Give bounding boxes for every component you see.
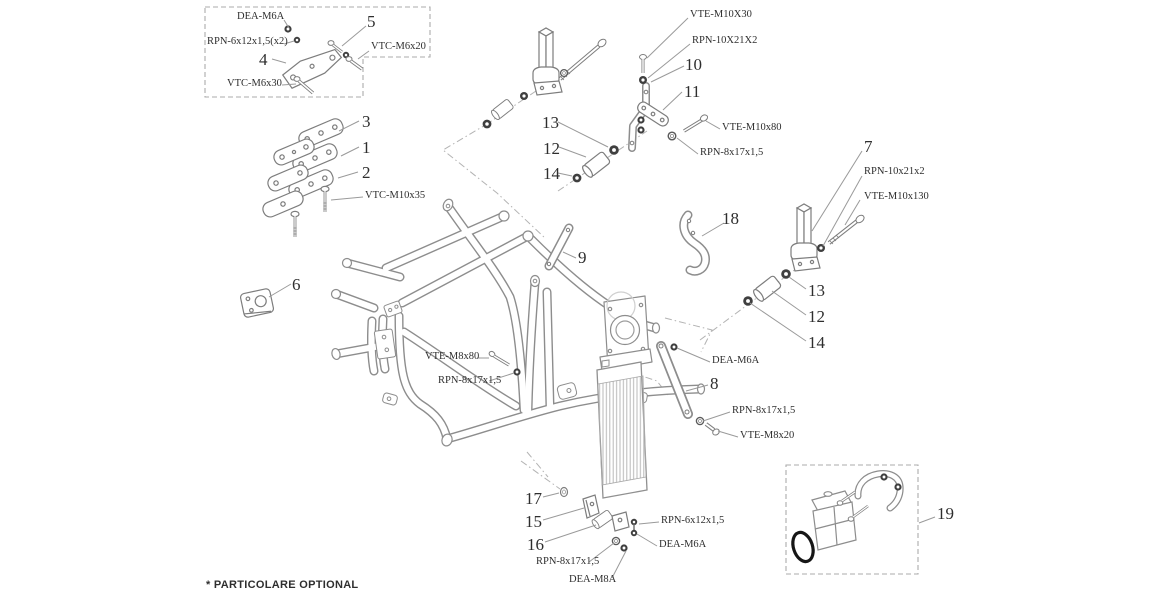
callout-number-11: 11 [684, 82, 701, 101]
callout-number-10: 10 [685, 55, 702, 74]
engine-mount-tower-top [532, 27, 607, 96]
part-code-vtc-m6x30: VTC-M6x30 [227, 78, 282, 89]
radiator [596, 359, 648, 499]
part-code-vtc-m10x35: VTC-M10x35 [365, 190, 426, 201]
callout-number-18: 18 [722, 209, 739, 228]
part-code-vte-m8x80: VTE-M8x80 [425, 351, 480, 362]
part-code-rpn-8x17x15-mid: RPN-8x17x1,5 [438, 375, 502, 386]
strut-9 [544, 223, 574, 271]
callout-number-6: 6 [292, 275, 301, 294]
callout-number-14-right: 14 [808, 333, 825, 352]
part-code-rpn-10x21x2-right: RPN-10x21x2 [864, 166, 925, 177]
support-bracket-10 [628, 54, 709, 152]
bracket-6 [239, 288, 275, 318]
part-code-dea-m6a-3: DEA-M6A [659, 539, 707, 550]
bolt-vtc-m6x20 [345, 56, 363, 71]
spacer-set-upper [482, 92, 528, 129]
part-code-vte-m10x80: VTE-M10x80 [722, 122, 782, 133]
callout-number-2: 2 [362, 163, 371, 182]
reservoir-bracket [854, 470, 904, 512]
bracket-15 [582, 494, 600, 519]
bar-11 [637, 101, 669, 127]
radiator-cap [601, 359, 610, 368]
o-ring [791, 530, 815, 564]
part-code-vte-m10x130: VTE-M10x130 [864, 191, 929, 202]
chassis-frame [330, 198, 706, 447]
part-code-rpn-6x12x15-x2: RPN-6x12x1,5(x2) [207, 36, 288, 47]
bearing-carrier [599, 291, 653, 372]
part-code-dea-m8a: DEA-M8A [569, 574, 617, 585]
spacer-set-right [743, 269, 791, 306]
footnote-particolare-optional: * PARTICOLARE OPTIONAL [206, 579, 359, 591]
bracket-16 [611, 511, 630, 532]
strut-8 [656, 341, 720, 436]
bolt-vtc-m10x35-2 [290, 210, 300, 237]
callout-number-8: 8 [710, 374, 719, 393]
reservoir-screws [836, 490, 869, 522]
part-code-rpn-8x17x15-strut: RPN-8x17x1,5 [732, 405, 796, 416]
bolt-vtc-m10x35-1 [320, 185, 330, 212]
spacer-set-left [572, 145, 619, 183]
engine-mount-plates [262, 118, 344, 237]
callout-number-12-right: 12 [808, 307, 825, 326]
callout-number-13-right: 13 [808, 281, 825, 300]
bolt-vte-m10x30 [639, 54, 647, 73]
callout-number-3: 3 [362, 112, 371, 131]
callout-number-19: 19 [937, 504, 954, 523]
part-code-vte-m10x30: VTE-M10X30 [690, 9, 752, 20]
callout-number-7: 7 [864, 137, 873, 156]
callout-number-15: 15 [525, 512, 542, 531]
callout-number-1: 1 [362, 138, 371, 157]
reservoir [811, 490, 857, 551]
callout-number-13-left: 13 [542, 113, 559, 132]
bolt-vte-m10x130 [827, 214, 865, 245]
callout-number-12-left: 12 [543, 139, 560, 158]
part-code-vtc-m6x20: VTC-M6x20 [371, 41, 426, 52]
engine-mount-tower-7 [790, 203, 865, 272]
callout-number-16: 16 [527, 535, 544, 554]
callout-number-17: 17 [525, 489, 542, 508]
bracket-4 [281, 48, 343, 89]
part-code-dea-m6a-1: DEA-M6A [237, 11, 285, 22]
bolt-vte-m8x20 [704, 422, 720, 436]
part-code-rpn-10x21x2-top: RPN-10X21X2 [692, 35, 758, 46]
callout-number-5: 5 [367, 12, 376, 31]
bolt-vte-m8x80 [488, 350, 510, 367]
bracket-18 [679, 210, 710, 276]
callout-number-9: 9 [578, 248, 587, 267]
part-code-vte-m8x20: VTE-M8x20 [740, 430, 795, 441]
callout-number-14-left: 14 [543, 164, 560, 183]
part-code-rpn-8x17x15-bottom: RPN-8x17x1,5 [536, 556, 600, 567]
part-code-rpn-8x17x15-topright: RPN-8x17x1,5 [700, 147, 764, 158]
leader-lines [268, 17, 936, 579]
pin-5 [327, 40, 343, 54]
optional-bracket-box [204, 6, 431, 98]
part-code-rpn-6x12x15-bottom: RPN-6x12x1,5 [661, 515, 725, 526]
bolt-vtc-m6x30 [293, 76, 315, 95]
optional-kit-19 [785, 464, 919, 575]
radiator-mounts [559, 486, 638, 552]
callout-number-4: 4 [259, 50, 268, 69]
part-code-dea-m6a-2: DEA-M6A [712, 355, 760, 366]
bolt-vte-m10x80 [683, 114, 709, 133]
